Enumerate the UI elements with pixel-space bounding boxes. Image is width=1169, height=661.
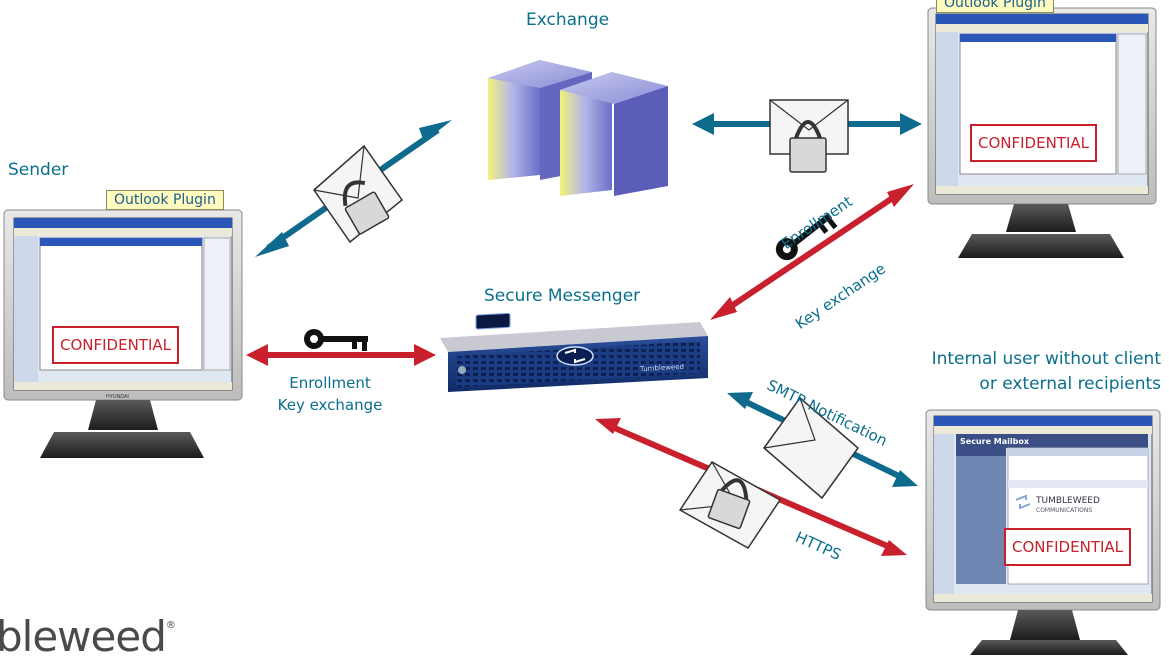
company-logo: bleweed® xyxy=(0,612,176,661)
envelope-icon-smtp xyxy=(762,396,860,500)
confidential-badge-right: CONFIDENTIAL xyxy=(970,124,1098,162)
monitor-internal-user xyxy=(925,409,1161,655)
arrow-messenger-recipient xyxy=(710,184,914,320)
secure-mailbox-title: Secure Mailbox xyxy=(960,437,1030,446)
locked-envelope-icon-upper-left xyxy=(313,144,404,244)
confidential-badge-bottom: CONFIDENTIAL xyxy=(1004,528,1132,566)
locked-envelope-icon-https xyxy=(678,461,782,549)
key-icon-right xyxy=(775,212,838,261)
secure-messenger-appliance xyxy=(440,312,708,392)
logo-text: bleweed xyxy=(0,612,167,661)
company-name-line2: COMMUNICATIONS xyxy=(1036,507,1093,514)
outlook-plugin-tag-left: Outlook Plugin xyxy=(106,190,224,210)
monitor-brand-left: HYUNDAI xyxy=(106,394,129,400)
exchange-servers xyxy=(488,60,668,196)
confidential-badge-left: CONFIDENTIAL xyxy=(52,326,180,364)
company-name-line1: TUMBLEWEED xyxy=(1036,496,1100,506)
secure-messenger-label: Secure Messenger xyxy=(484,286,641,306)
arrow-sender-messenger xyxy=(246,344,436,366)
exchange-label: Exchange xyxy=(526,10,610,30)
key-icon-left xyxy=(304,329,368,351)
sender-label: Sender xyxy=(8,160,69,180)
internal-user-label-line2: or external recipients xyxy=(979,374,1161,394)
locked-envelope-icon-top-right xyxy=(769,99,849,173)
enrollment-left-label-line2: Key exchange xyxy=(277,396,383,414)
enrollment-left-label-line1: Enrollment xyxy=(289,374,371,392)
outlook-plugin-tag-right: Outlook Plugin xyxy=(936,0,1054,13)
internal-user-label-line1: Internal user without client xyxy=(931,349,1161,369)
